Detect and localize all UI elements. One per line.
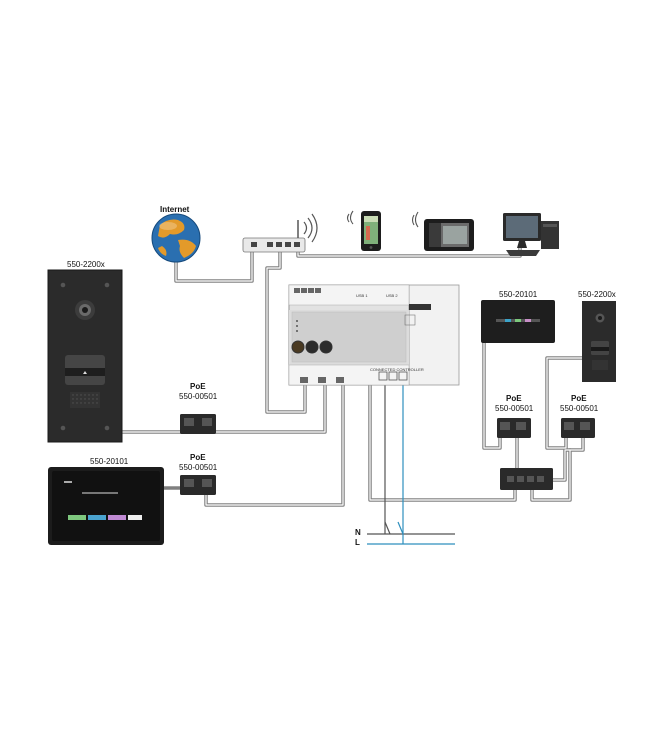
poe-c-title: PoE: [506, 394, 522, 403]
indoor-panel-left: [48, 467, 164, 545]
poe-d-code: 550-00501: [560, 404, 599, 413]
poe-a-title: PoE: [190, 382, 206, 391]
phase-l-label: L: [355, 538, 360, 547]
network-switch: [500, 468, 553, 490]
signal-icon-phone: [346, 210, 354, 225]
internet-label: Internet: [160, 205, 190, 214]
poe-d-title: PoE: [571, 394, 587, 403]
smartphone-icon: [361, 211, 381, 251]
controller: [288, 284, 460, 386]
poe-injector-c: [497, 418, 531, 438]
poe-a-code: 550-00501: [179, 392, 218, 401]
poe-c-code: 550-00501: [495, 404, 534, 413]
poe-b-code: 550-00501: [179, 463, 218, 472]
outdoor-right-label: 550-2200x: [578, 290, 616, 299]
router: [242, 220, 306, 253]
wifi-icon: [303, 213, 318, 243]
poe-injector-a: [180, 414, 216, 434]
controller-footer-label: CONNECTED CONTROLLER: [370, 367, 424, 372]
globe-icon: [151, 213, 201, 263]
outdoor-station-right: [582, 301, 616, 382]
panel-right-label: 550-20101: [499, 290, 538, 299]
outdoor-left-label: 550-2200x: [67, 260, 105, 269]
poe-b-title: PoE: [190, 453, 206, 462]
outdoor-station-left: [47, 269, 123, 443]
tablet-icon: [424, 219, 474, 251]
panel-left-label: 550-20101: [90, 457, 129, 466]
computer-icon: [503, 213, 559, 256]
signal-icon-tablet: [411, 211, 419, 228]
speaker-grille-left: [72, 394, 98, 404]
poe-injector-d: [561, 418, 595, 438]
indoor-panel-right: [481, 300, 555, 343]
phase-n-label: N: [355, 528, 361, 537]
poe-injector-b: [180, 475, 216, 495]
mains-lines: [367, 385, 455, 545]
controller-usb1-label: USB 1: [356, 293, 368, 298]
controller-usb2-label: USB 2: [386, 293, 398, 298]
